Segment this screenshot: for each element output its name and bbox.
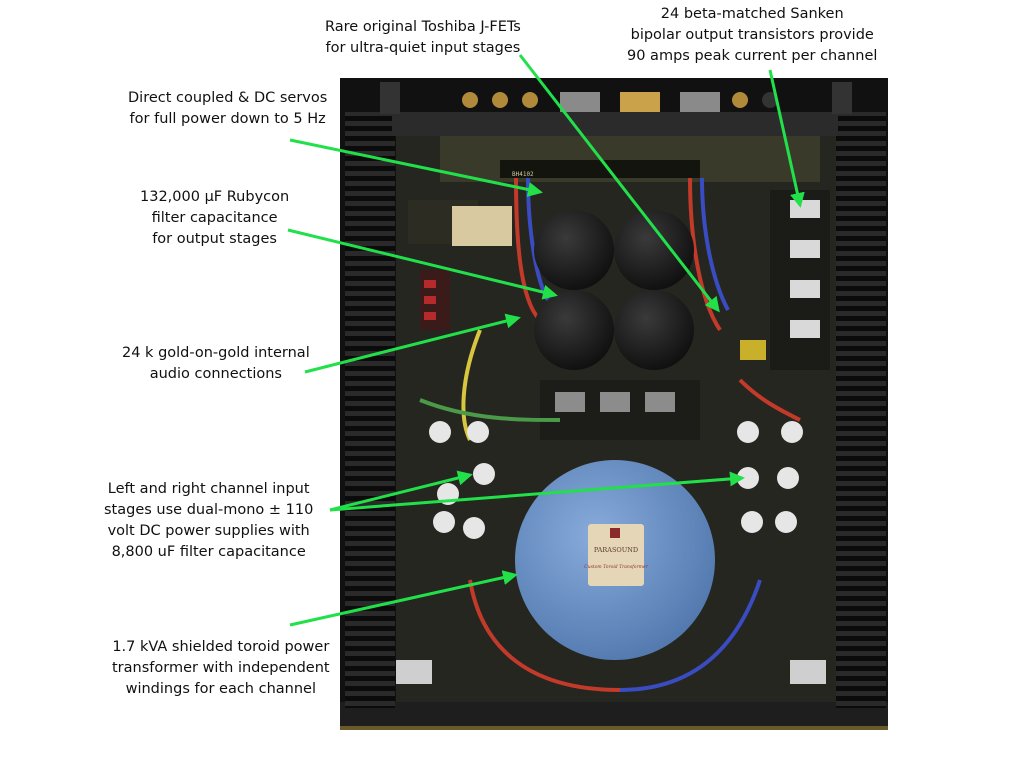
callout-sanken-line-1: 24 beta-matched Sanken <box>660 6 844 22</box>
callout-rubycon-line-2: filter capacitance <box>151 210 278 226</box>
callout-gold-line-1: 24 k gold-on-gold internal <box>122 345 310 361</box>
transformer-brand-label: PARASOUND <box>594 546 638 554</box>
callout-sanken-line-3: 90 amps peak current per channel <box>627 48 878 64</box>
callout-toroid-line-2: transformer with independent <box>112 660 330 676</box>
callout-gold: 24 k gold-on-gold internal audio connect… <box>122 343 310 385</box>
chip-label: BH4102 <box>512 171 534 178</box>
right-foot <box>790 660 826 684</box>
callout-dc-servo-line-1: Direct coupled & DC servos <box>128 90 328 106</box>
callout-rubycon-line-1: 132,000 µF Rubycon <box>140 189 290 205</box>
callout-toroid-line-1: 1.7 kVA shielded toroid power <box>112 639 330 655</box>
left-foot <box>396 660 432 684</box>
callout-toroid: 1.7 kVA shielded toroid power transforme… <box>112 637 330 700</box>
callout-input-stages-line-3: volt DC power supplies with <box>107 523 310 539</box>
callout-rubycon-line-3: for output stages <box>152 231 277 247</box>
callout-jfets-line-2: for ultra-quiet input stages <box>325 40 521 56</box>
callout-sanken: 24 beta-matched Sanken bipolar output tr… <box>627 4 877 67</box>
right-heatsink <box>836 112 886 708</box>
callout-jfets-line-1: Rare original Toshiba J-FETs <box>325 19 521 35</box>
left-heatsink <box>345 112 395 708</box>
callout-sanken-line-2: bipolar output transistors provide <box>630 27 874 43</box>
transformer-caption-label: Custom Toroid Transformer <box>584 564 648 570</box>
callout-dc-servo: Direct coupled & DC servos for full powe… <box>128 88 327 130</box>
callout-input-stages: Left and right channel input stages use … <box>104 479 313 563</box>
callout-input-stages-line-1: Left and right channel input <box>107 481 310 497</box>
callout-jfets: Rare original Toshiba J-FETs for ultra-q… <box>325 17 521 59</box>
callout-dc-servo-line-2: for full power down to 5 Hz <box>129 111 326 127</box>
callout-toroid-line-3: windings for each channel <box>125 681 316 697</box>
callout-rubycon: 132,000 µF Rubycon filter capacitance fo… <box>140 187 289 250</box>
toroid-transformer: PARASOUND Custom Toroid Transformer <box>515 460 715 660</box>
callout-input-stages-line-2: stages use dual-mono ± 110 <box>104 502 314 518</box>
callout-gold-line-2: audio connections <box>149 366 282 382</box>
input-stage-caps <box>429 421 803 539</box>
callout-input-stages-line-4: 8,800 uF filter capacitance <box>111 544 306 560</box>
